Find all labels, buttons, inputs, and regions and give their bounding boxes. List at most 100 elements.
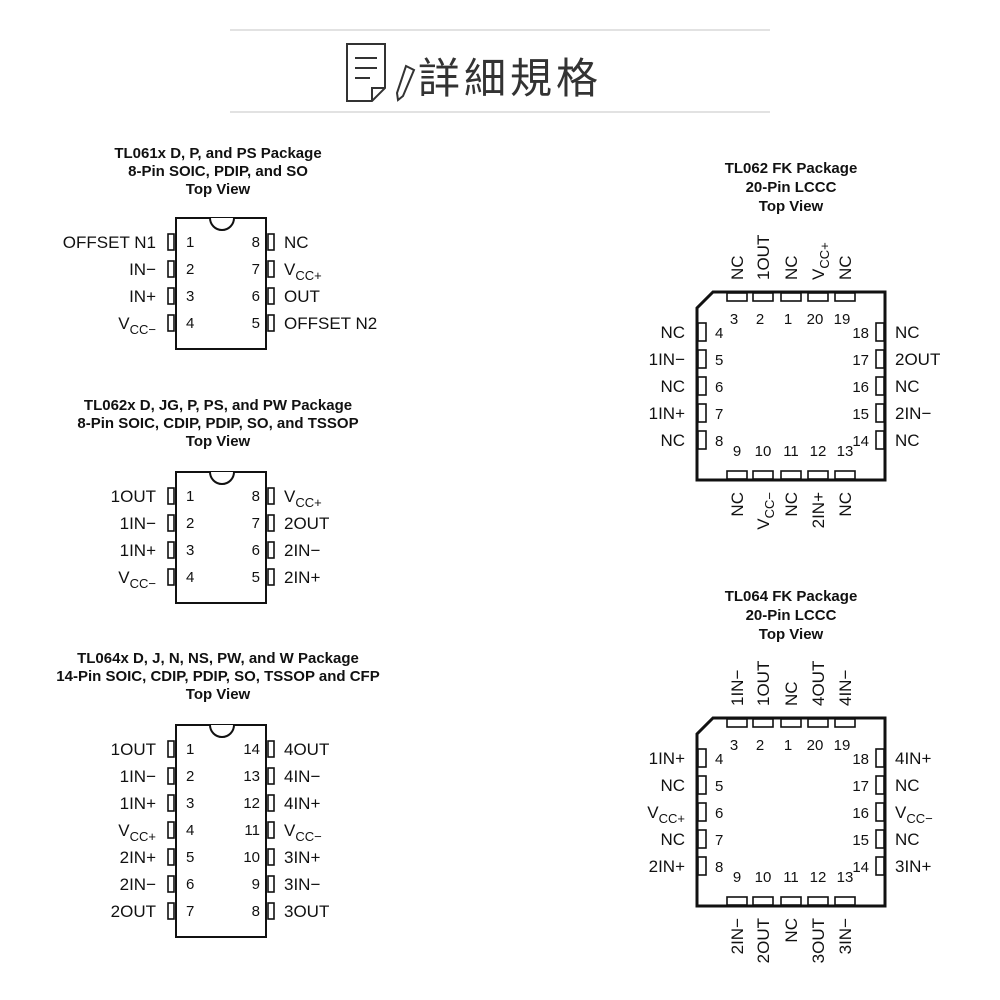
pin-label: IN+ [129, 287, 156, 306]
pin-number: 8 [252, 903, 260, 920]
pin-label: OFFSET N2 [284, 314, 377, 333]
pin-label: IN− [129, 260, 156, 279]
pin-pad [697, 802, 707, 822]
pin-label: 3OUT [284, 902, 329, 921]
pin-label: 1OUT [111, 740, 156, 759]
pin-number: 11 [244, 822, 260, 839]
pin-lead [267, 794, 275, 812]
pin-pad [726, 292, 748, 302]
pin-number: 2 [756, 737, 764, 754]
pin-number: 1 [186, 741, 194, 758]
pin-label: NC [728, 255, 747, 280]
pin-label: VCC+ [284, 487, 322, 510]
pin-label: 1IN+ [649, 749, 685, 768]
pin-label: NC [728, 492, 747, 517]
pin-lead [167, 740, 175, 758]
pin-lead [167, 902, 175, 920]
pin-pad [780, 470, 802, 480]
pin-pad [875, 856, 885, 876]
pin-label: NC [660, 776, 685, 795]
pin-number: 19 [834, 311, 851, 328]
pin-lead [167, 821, 175, 839]
pin-number: 7 [252, 261, 260, 278]
pin-label: 4IN+ [284, 794, 320, 813]
pin-lead [267, 821, 275, 839]
pin-number: 13 [837, 443, 854, 460]
pin-lead [267, 740, 275, 758]
pin-number: 5 [715, 352, 723, 369]
pin-label: 3OUT [809, 918, 828, 963]
pin-pad [697, 403, 707, 423]
pin-label: 3IN− [836, 918, 855, 954]
pin-pad [726, 470, 748, 480]
package-title-line: Top View [759, 626, 824, 643]
pin-label: NC [836, 255, 855, 280]
package-title-line: Top View [186, 686, 251, 703]
pin1-notch [209, 217, 235, 231]
pin-label: VCC− [118, 314, 156, 337]
pin-pad [697, 376, 707, 396]
pin-label: NC [836, 492, 855, 517]
pin-pad [834, 718, 856, 728]
pin-label: OUT [284, 287, 320, 306]
pin-pad [726, 718, 748, 728]
pin-lead [267, 314, 275, 332]
package-title-line: TL061x D, P, and PS Package [114, 145, 321, 162]
pin-label: 1IN− [728, 670, 747, 706]
package-tl062: TL062x D, JG, P, PS, and PW Package8-Pin… [77, 397, 359, 604]
pin-label: VCC+ [118, 821, 156, 844]
pin-number: 6 [715, 379, 723, 396]
pin-number: 13 [837, 869, 854, 886]
pin-pad [875, 403, 885, 423]
pin-label: 1IN− [649, 350, 685, 369]
pin-label: NC [782, 918, 801, 943]
pin-pad [807, 896, 829, 906]
package-title-line: TL064 FK Package [725, 588, 858, 605]
pin-label: 2IN− [120, 875, 156, 894]
pin-number: 14 [243, 741, 260, 758]
pin-number: 10 [755, 443, 772, 460]
pin-pad [875, 802, 885, 822]
pin-label: NC [782, 255, 801, 280]
pin-label: 2IN− [895, 404, 931, 423]
pin-number: 1 [784, 311, 792, 328]
pin-label: 2OUT [754, 918, 773, 963]
pin-label: 3IN+ [284, 848, 320, 867]
pin-pad [807, 718, 829, 728]
pin-number: 6 [186, 876, 194, 893]
pin-number: 8 [252, 488, 260, 505]
chip-body [695, 716, 887, 908]
pin-number: 6 [252, 542, 260, 559]
pin-number: 2 [186, 515, 194, 532]
pin-number: 20 [807, 311, 824, 328]
pin-number: 16 [852, 805, 869, 822]
pin-number: 8 [715, 433, 723, 450]
pin-lead [167, 233, 175, 251]
pin-label: 2OUT [111, 902, 156, 921]
chip-body [695, 290, 887, 482]
pin-lead [267, 568, 275, 586]
pin-label: 4OUT [284, 740, 329, 759]
pin-pad [875, 322, 885, 342]
pin-pad [697, 322, 707, 342]
pin-lead [167, 875, 175, 893]
pin-pad [875, 430, 885, 450]
pin-number: 3 [186, 542, 194, 559]
pin-label: 2IN+ [809, 492, 828, 528]
pin-pad [697, 349, 707, 369]
pin-number: 12 [810, 869, 827, 886]
pin-label: 4OUT [809, 661, 828, 706]
pin-label: 1OUT [754, 235, 773, 280]
pin-pad [752, 470, 774, 480]
pin-number: 5 [252, 315, 260, 332]
pin-label: VCC− [754, 492, 777, 530]
pin-number: 11 [783, 443, 799, 460]
pin-lead [267, 541, 275, 559]
pin-label: NC [895, 776, 920, 795]
pin-number: 3 [730, 737, 738, 754]
pin-number: 18 [852, 751, 869, 768]
pin-number: 12 [810, 443, 827, 460]
pin-label: 2IN+ [284, 568, 320, 587]
pin-lead [167, 260, 175, 278]
